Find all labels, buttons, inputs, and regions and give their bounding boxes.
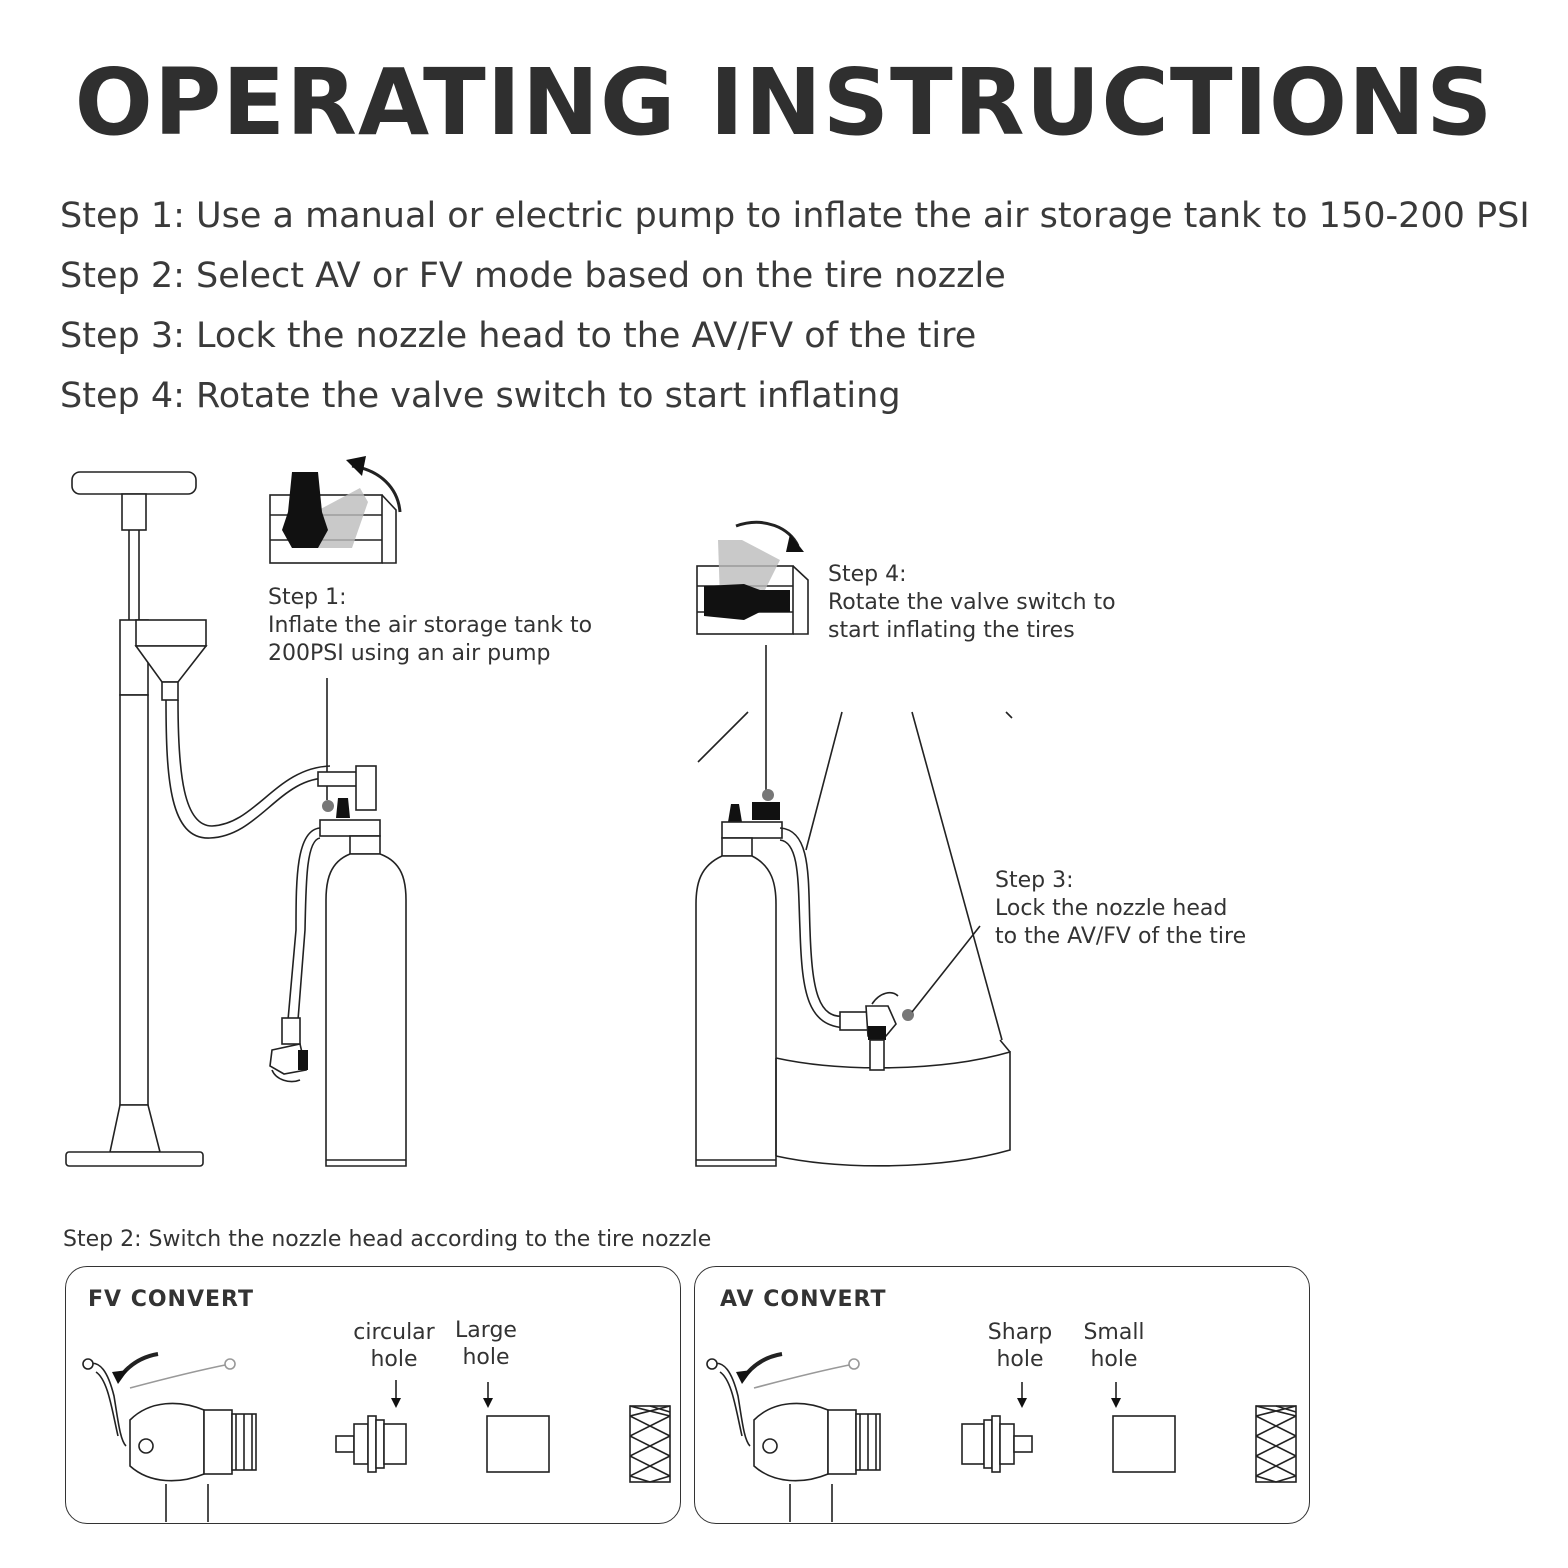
fv-hole-b-line2: hole	[462, 1345, 510, 1370]
fv-convert-illustration	[82, 1352, 671, 1522]
air-tank-right	[695, 789, 783, 1167]
av-convert-title: AV CONVERT	[720, 1287, 887, 1312]
step-3-text: Step 3: Lock the nozzle head to the AV/F…	[60, 316, 977, 356]
av-hole-b-line1: Small	[1083, 1320, 1145, 1345]
bicycle-wheel-illustration	[697, 711, 1013, 1167]
valve-inset-step4	[696, 520, 809, 635]
air-tank-left	[269, 765, 407, 1167]
fv-hole-a-line1: circular	[353, 1320, 435, 1345]
step1-callout-line2: 200PSI using an air pump	[268, 641, 551, 666]
step4-callout-label: Step 4:	[828, 562, 907, 587]
valve-inset-step1	[269, 456, 402, 564]
step3-callout-label: Step 3:	[995, 868, 1074, 893]
fv-hole-a-line2: hole	[370, 1347, 418, 1372]
av-convert-panel	[694, 1266, 1310, 1524]
fv-large-hole-label: Large hole	[446, 1317, 526, 1371]
av-hole-a-line1: Sharp	[987, 1320, 1053, 1345]
step4-callout-line2: start inflating the tires	[828, 618, 1075, 643]
fv-convert-panel	[65, 1266, 681, 1524]
floor-pump-illustration	[65, 471, 331, 1167]
step3-callout-line1: Lock the nozzle head	[995, 896, 1228, 921]
page-title: OPERATING INSTRUCTIONS	[74, 49, 1494, 156]
step3-callout: Step 3: Lock the nozzle head to the AV/F…	[995, 867, 1246, 951]
step3-callout-line2: to the AV/FV of the tire	[995, 924, 1247, 949]
fv-circular-hole-label: circular hole	[346, 1319, 442, 1373]
av-convert-illustration	[706, 1352, 1297, 1522]
av-small-hole-label: Small hole	[1074, 1319, 1154, 1373]
step-1-text: Step 1: Use a manual or electric pump to…	[60, 196, 1530, 236]
fv-hole-b-line1: Large	[455, 1318, 517, 1343]
step-2-text: Step 2: Select AV or FV mode based on th…	[60, 256, 1006, 296]
step2-caption: Step 2: Switch the nozzle head according…	[63, 1227, 712, 1252]
step4-callout-line1: Rotate the valve switch to	[828, 590, 1116, 615]
steps-list: Step 1: Use a manual or electric pump to…	[60, 186, 1530, 426]
step1-callout-label: Step 1:	[268, 585, 347, 610]
step1-callout: Step 1: Inflate the air storage tank to …	[268, 584, 592, 668]
step1-callout-line1: Inflate the air storage tank to	[268, 613, 593, 638]
av-hole-a-line2: hole	[996, 1347, 1044, 1372]
fv-convert-title: FV CONVERT	[88, 1287, 254, 1312]
av-sharp-hole-label: Sharp hole	[980, 1319, 1060, 1373]
av-hole-b-line2: hole	[1090, 1347, 1138, 1372]
step4-callout: Step 4: Rotate the valve switch to start…	[828, 561, 1116, 645]
step-4-text: Step 4: Rotate the valve switch to start…	[60, 376, 901, 416]
